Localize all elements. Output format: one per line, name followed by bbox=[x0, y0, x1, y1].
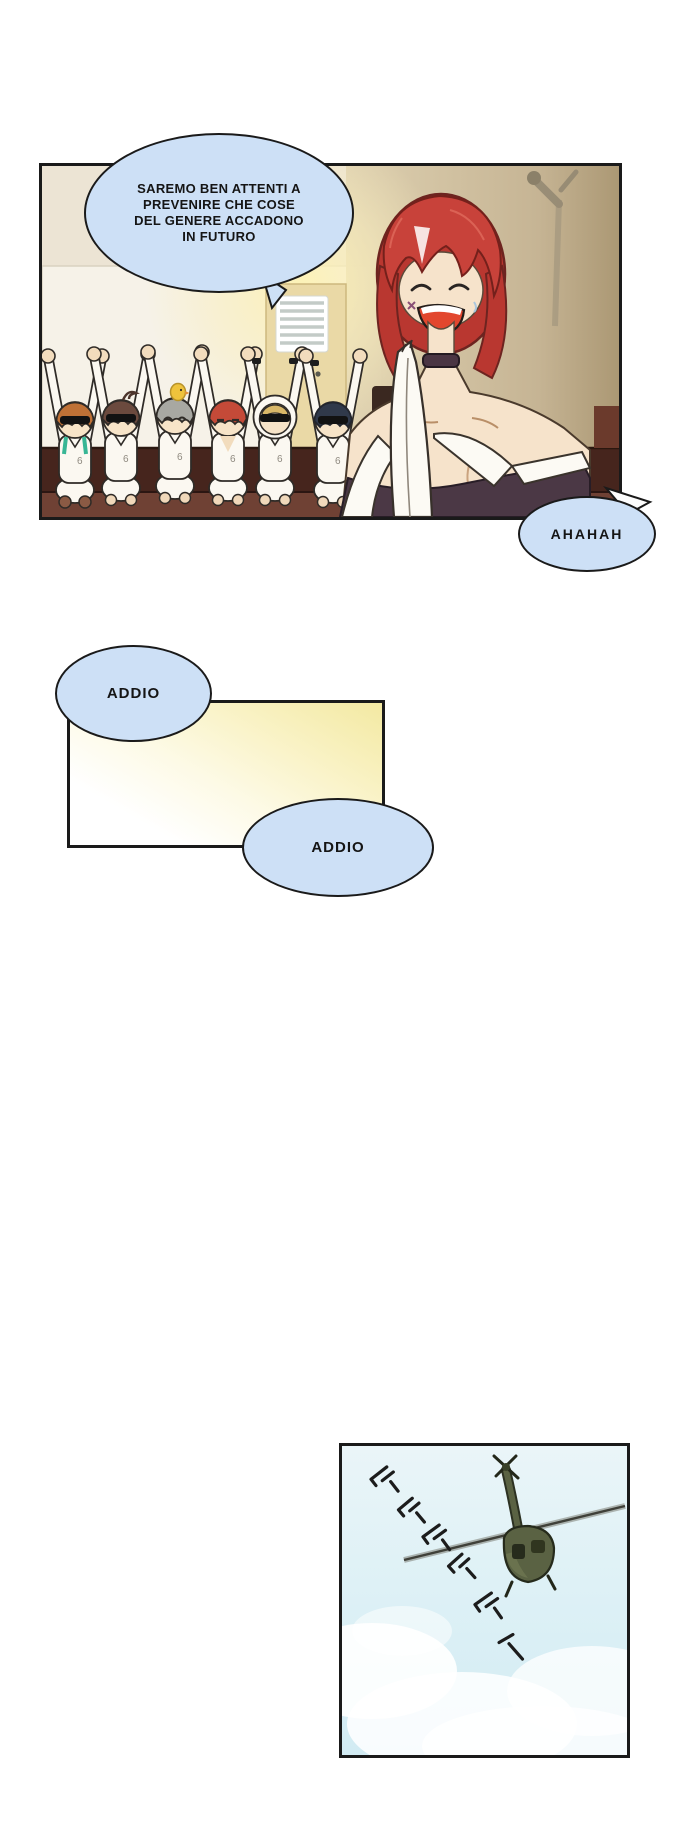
addio-bubble-top: ADDIO bbox=[55, 645, 212, 742]
classroom-illustration: 6 6 bbox=[42, 166, 619, 517]
svg-text:6: 6 bbox=[335, 456, 341, 467]
kid-hooded: 6 bbox=[241, 347, 309, 506]
woman-redhead bbox=[338, 192, 592, 517]
kid-brown: 6 bbox=[87, 347, 155, 506]
sfx-helicopter-sound bbox=[369, 1465, 525, 1661]
svg-text:6: 6 bbox=[177, 452, 183, 463]
window bbox=[531, 1540, 545, 1553]
clapping-hands bbox=[389, 340, 434, 517]
speech-bubble-main: SAREMO BEN ATTENTI A PREVENIRE CHE COSE … bbox=[84, 133, 354, 293]
speech-line: PREVENIRE CHE COSE bbox=[142, 197, 296, 212]
hair-highlight bbox=[414, 226, 430, 264]
choker bbox=[422, 353, 460, 368]
kid-red: 6 bbox=[194, 347, 262, 506]
svg-text:6: 6 bbox=[277, 454, 283, 465]
panel-classroom: 6 6 bbox=[39, 163, 622, 520]
addio-text: ADDIO bbox=[106, 685, 161, 702]
svg-text:6: 6 bbox=[123, 454, 129, 465]
svg-text:6: 6 bbox=[230, 454, 236, 465]
skids bbox=[504, 1574, 557, 1598]
kid-orange: 6 bbox=[42, 349, 109, 509]
helicopter bbox=[403, 1454, 626, 1598]
speech-line: IN FUTURO bbox=[182, 229, 256, 244]
laugh-text: AHAHAH bbox=[550, 526, 624, 542]
light-stand bbox=[527, 169, 579, 327]
background-shadow bbox=[594, 406, 619, 448]
addio-text: ADDIO bbox=[311, 839, 365, 856]
clouds bbox=[342, 1606, 627, 1755]
addio-bubble-bottom: ADDIO bbox=[242, 798, 434, 897]
speech-line: SAREMO BEN ATTENTI A bbox=[137, 181, 301, 196]
kid-gray-chick: 6 bbox=[141, 345, 209, 504]
chick bbox=[169, 382, 190, 402]
window bbox=[512, 1544, 525, 1559]
svg-text:6: 6 bbox=[77, 456, 83, 467]
laugh-bubble: AHAHAH bbox=[518, 496, 656, 572]
speech-line: DEL GENERE ACCADONO bbox=[134, 213, 304, 228]
keyhole bbox=[315, 371, 321, 377]
helicopter-illustration bbox=[342, 1446, 627, 1755]
panel-helicopter bbox=[339, 1443, 630, 1758]
